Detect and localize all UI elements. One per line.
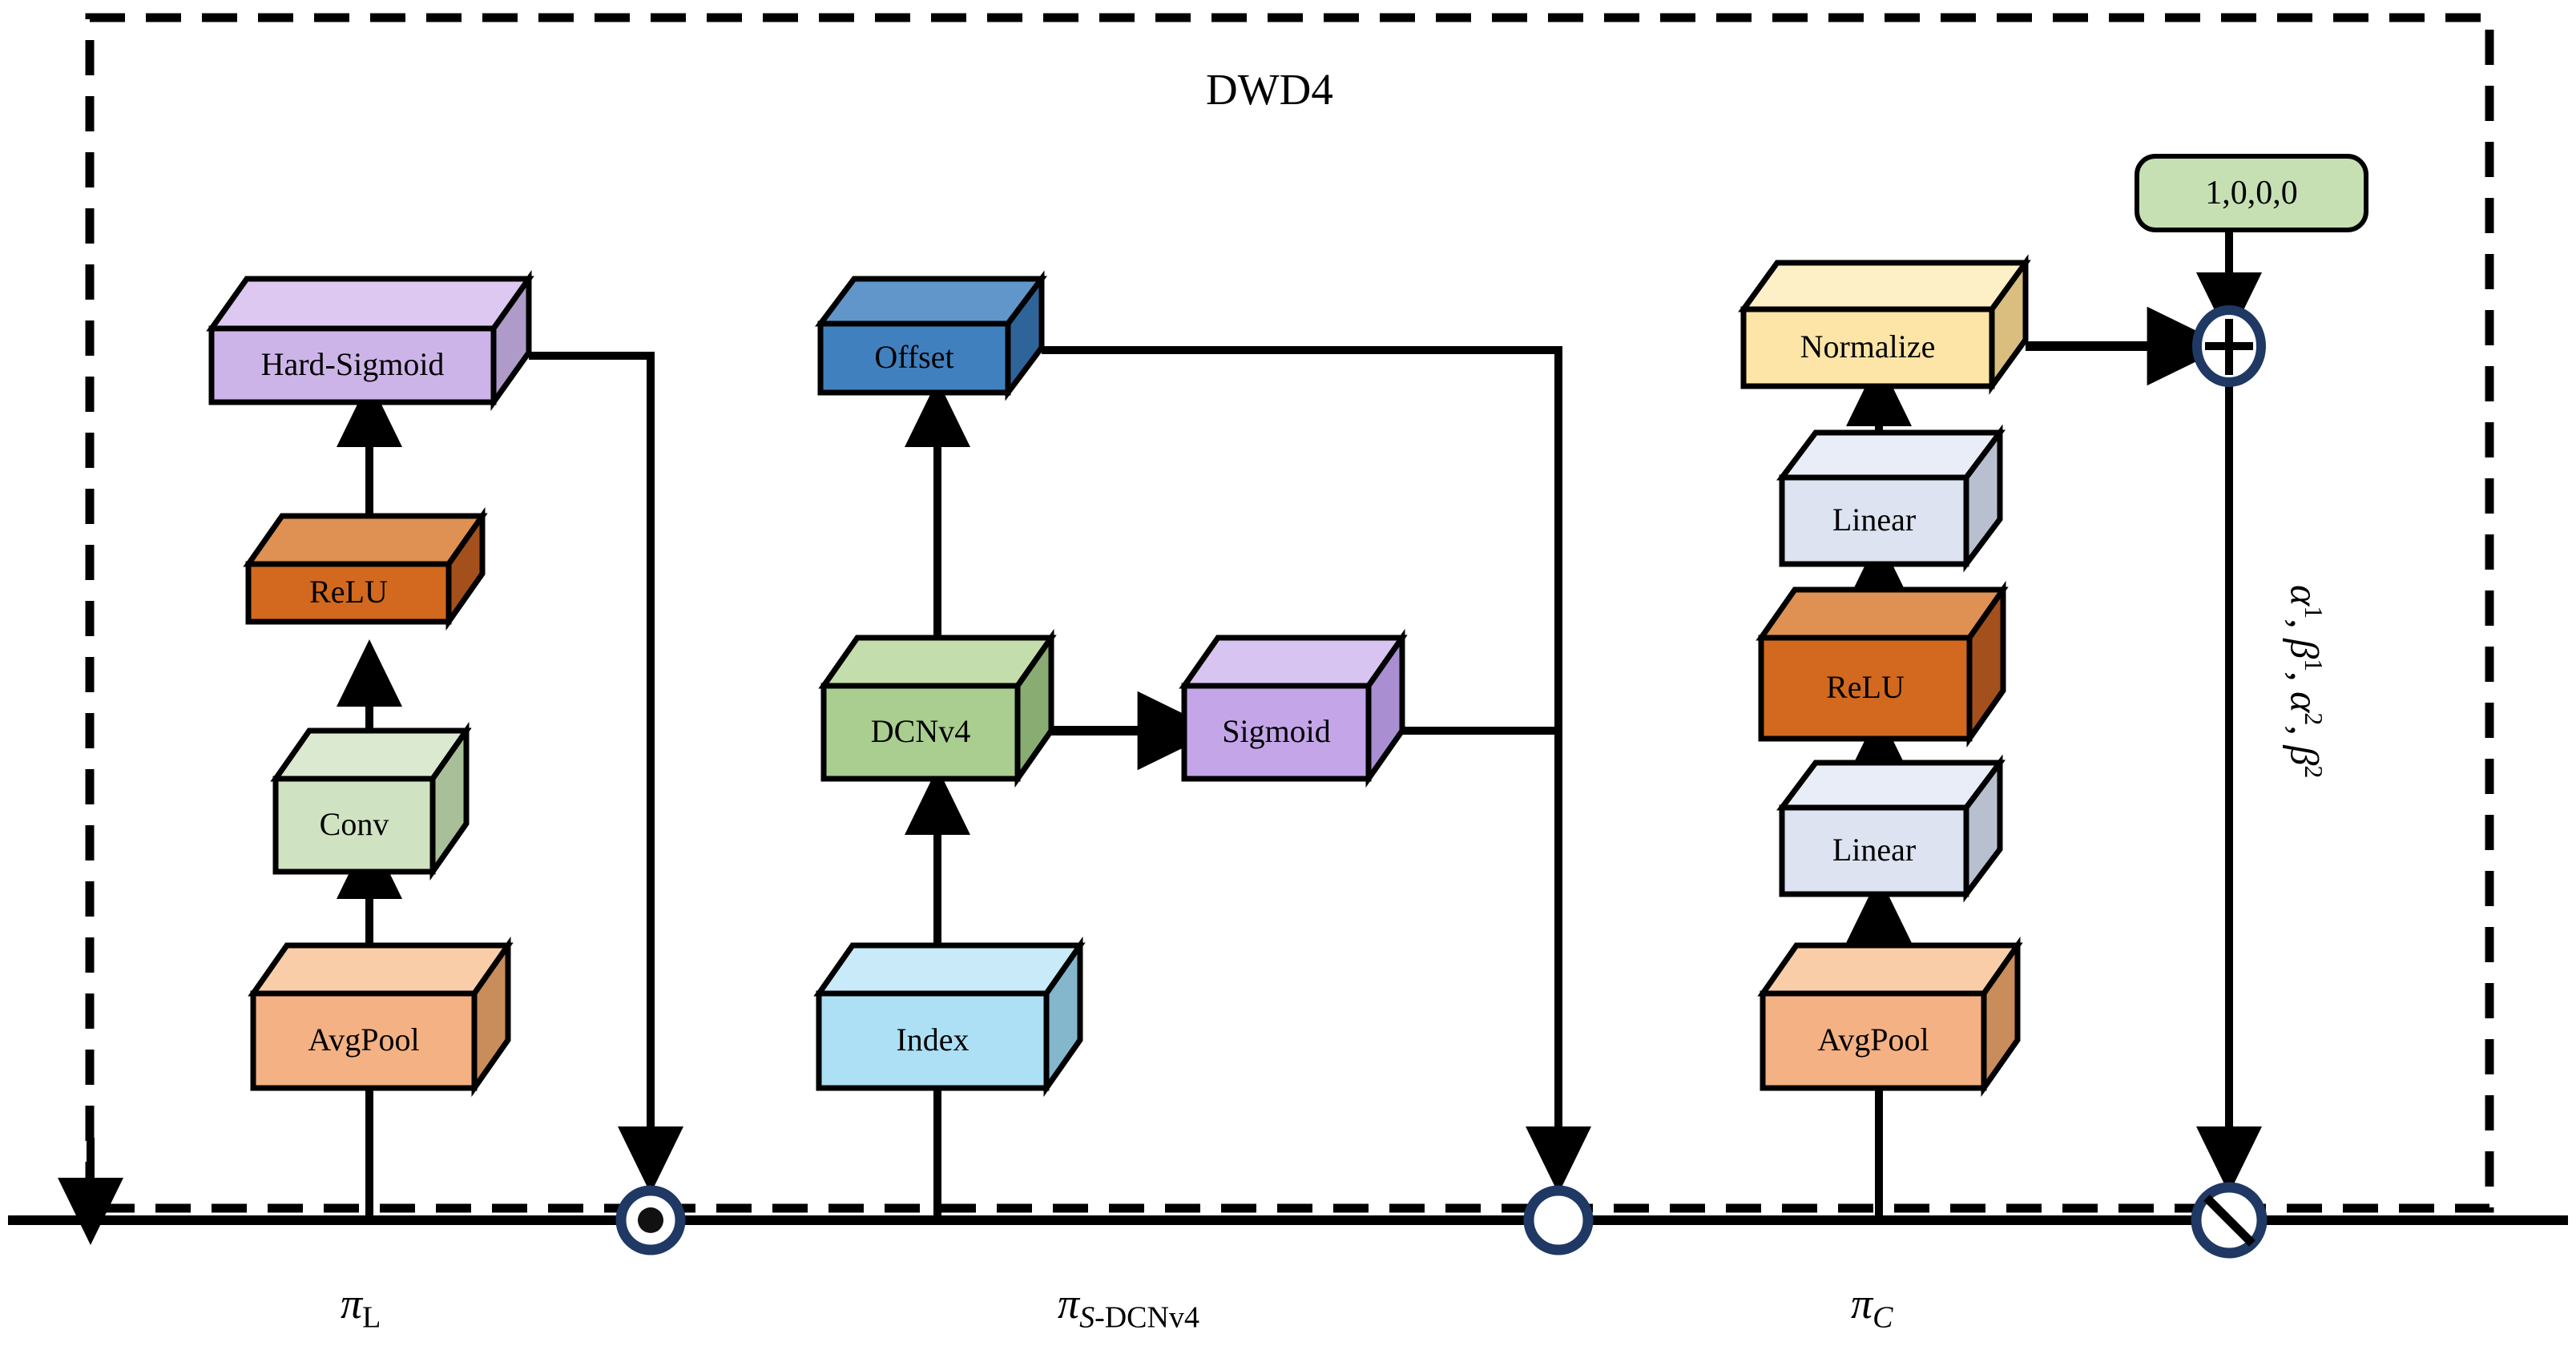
block-relu-left: [243, 506, 488, 631]
block-hard-sigmoid: [206, 270, 534, 411]
operator-multiply: [615, 1185, 686, 1255]
block-dcnv4: [818, 628, 1057, 788]
block-avgpool-right: [1757, 936, 2023, 1098]
block-offset: [815, 270, 1047, 401]
label-linear-top: Linear: [1782, 478, 1966, 564]
label-conv: Conv: [276, 779, 433, 872]
branch-label-pi-l: πL: [341, 1280, 381, 1335]
block-label: Conv: [319, 806, 389, 842]
block-label: Linear: [1832, 832, 1917, 868]
label-hard-sigmoid: Hard-Sigmoid: [212, 328, 494, 402]
constant-vector-label: 1,0,0,0: [2205, 175, 2298, 212]
block-conv: [270, 721, 472, 881]
label-linear-bottom: Linear: [1782, 808, 1966, 894]
label-normalize: Normalize: [1744, 309, 1992, 386]
block-normalize: [1738, 254, 2031, 395]
block-linear-top: [1776, 424, 2006, 573]
block-sigmoid: [1179, 628, 1408, 788]
block-label: DCNv4: [870, 713, 971, 749]
wire-hardsigmoid-to-mul: [529, 352, 683, 1195]
alpha-beta-annotation: α1, β1, α2, β2: [2282, 585, 2328, 779]
label-avgpool-left: AvgPool: [253, 993, 474, 1088]
block-label: ReLU: [1826, 669, 1905, 705]
branch-label-pi-c: πC: [1851, 1280, 1893, 1335]
constant-vector-box: 1,0,0,0: [2135, 154, 2368, 232]
block-label: Hard-Sigmoid: [260, 346, 445, 382]
label-index: Index: [819, 993, 1046, 1088]
label-relu-right: ReLU: [1761, 638, 1969, 739]
label-relu-left: ReLU: [248, 564, 449, 622]
block-label: Index: [896, 1022, 970, 1058]
block-label: AvgPool: [1817, 1022, 1929, 1058]
page-title: DWD4: [1206, 65, 1333, 114]
block-label: ReLU: [309, 574, 388, 610]
block-label: Linear: [1832, 502, 1917, 538]
label-offset: Offset: [820, 324, 1008, 393]
operator-circle-slash: [2191, 1182, 2268, 1259]
label-avgpool-right: AvgPool: [1763, 993, 1984, 1088]
wire-offset-to-node: [1042, 346, 1591, 1195]
block-label: Offset: [874, 339, 954, 375]
block-index: [813, 936, 1086, 1098]
operator-plus-circle: [2192, 305, 2266, 387]
block-label: Normalize: [1800, 328, 1936, 365]
block-relu-right: [1756, 580, 2009, 748]
label-sigmoid: Sigmoid: [1184, 686, 1369, 779]
label-dcnv4: DCNv4: [824, 686, 1018, 779]
block-avgpool-left: [248, 936, 514, 1098]
block-label: Sigmoid: [1222, 713, 1331, 749]
dashed-frame: [85, 13, 2494, 1213]
operator-open-circle: [1523, 1185, 1594, 1255]
block-label: AvgPool: [308, 1022, 420, 1058]
branch-label-pi-s-dcnv4: πS-DCNv4: [1058, 1280, 1199, 1335]
block-linear-bottom: [1776, 754, 2006, 903]
